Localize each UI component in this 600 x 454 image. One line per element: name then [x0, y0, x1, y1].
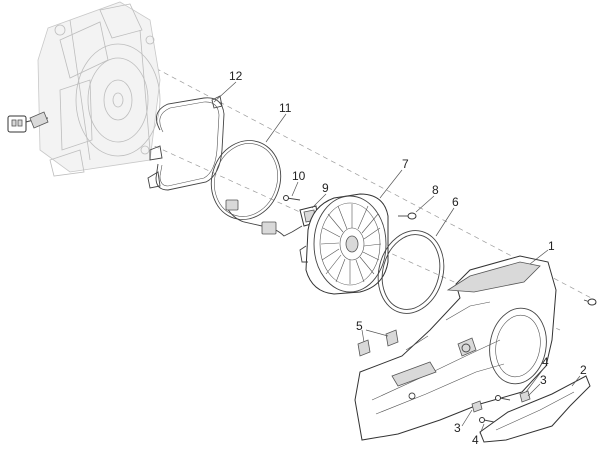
callout-7: 7 [402, 157, 409, 171]
callout-1: 1 [548, 239, 555, 253]
leader-lines [213, 81, 581, 435]
callout-3-upper: 3 [540, 373, 547, 387]
fan-blades [320, 204, 382, 284]
callout-labels: 12 11 10 9 7 8 6 1 5 4 3 2 3 4 [229, 69, 587, 447]
part-12-gasket [147, 95, 225, 191]
wiring-connector [7, 111, 49, 133]
callout-8: 8 [432, 183, 439, 197]
part-10-screw [283, 195, 301, 201]
part-6-seal-ring [377, 230, 445, 314]
callout-10: 10 [292, 169, 306, 183]
part-1-belt-cover [354, 255, 557, 441]
callout-12: 12 [229, 69, 243, 83]
cover-screw-right [583, 298, 597, 306]
callout-4-upper: 4 [542, 355, 549, 369]
part-7-cooling-fan [299, 193, 389, 295]
part-2-trim-panel [479, 375, 591, 443]
parts-3-4-fasteners [471, 390, 531, 423]
part-11-oring-and-lead [210, 140, 293, 237]
callout-11: 11 [279, 101, 292, 115]
part-5-clips [357, 329, 399, 357]
callout-9: 9 [322, 181, 329, 195]
part-8-bolt [398, 212, 417, 220]
engine-block-ghost [37, 1, 161, 177]
callout-6: 6 [452, 195, 459, 209]
callout-4-lower: 4 [472, 433, 479, 447]
callout-5: 5 [356, 319, 363, 333]
callout-3-lower: 3 [454, 421, 461, 435]
callout-2: 2 [580, 363, 587, 377]
